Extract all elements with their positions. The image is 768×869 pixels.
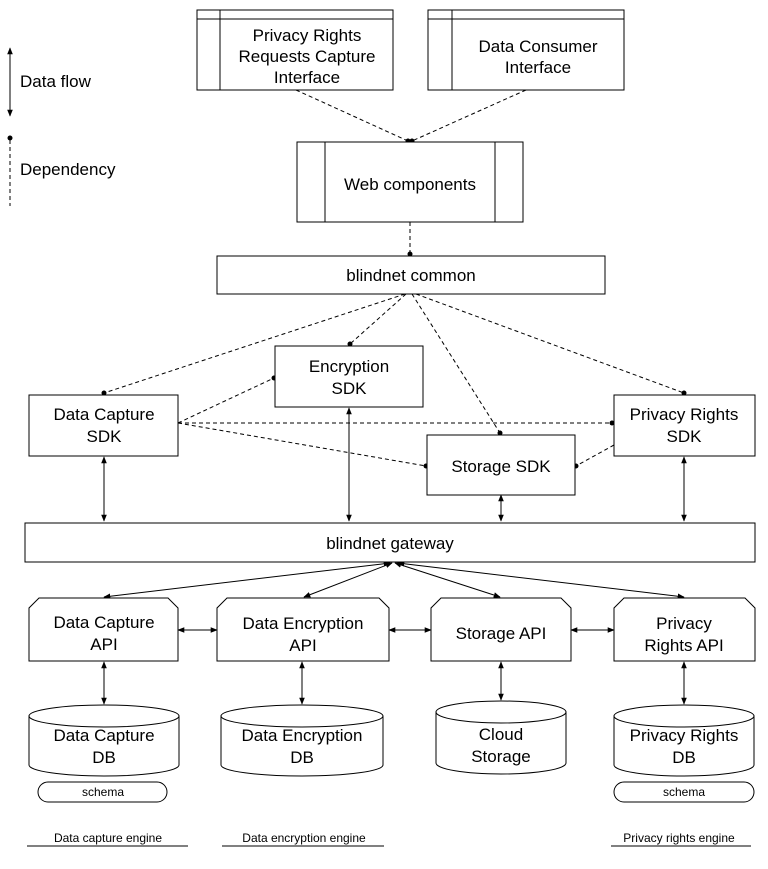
data-encryption-api-box: Data Encryption API: [216, 597, 390, 662]
db-label-line: Storage: [471, 747, 531, 766]
interface-label-line: Interface: [274, 68, 340, 87]
api-label-line: Data Encryption: [243, 614, 364, 633]
dep-dot: [609, 420, 615, 426]
dep-common-privacy-sdk: [415, 293, 685, 394]
interface-label-line: Requests Capture: [238, 47, 375, 66]
sdk-label-line: Storage SDK: [451, 457, 551, 476]
interface-label-line: Data Consumer: [478, 37, 597, 56]
api-label-line: Storage API: [456, 624, 547, 643]
db-label-line: Data Encryption: [242, 726, 363, 745]
interface-label-line: Interface: [505, 58, 571, 77]
flow-gateway-privacy-api: [397, 560, 685, 600]
api-label-line: Rights API: [644, 636, 723, 655]
sdk-label-line: SDK: [87, 427, 123, 446]
data-consumer-interface: Data Consumer Interface: [427, 9, 625, 91]
data-capture-engine-label: Data capture engine: [54, 831, 162, 845]
data-encryption-engine-label: Data encryption engine: [242, 831, 366, 845]
dep-dot: [407, 251, 413, 257]
db-label-line: DB: [290, 748, 314, 767]
data-capture-db: Data Capture DB: [28, 704, 180, 777]
storage-sdk-box: Storage SDK: [426, 434, 576, 496]
flow-gateway-encryption-api: [303, 562, 393, 598]
dep-consumer-interface-web: [411, 89, 527, 142]
schema-label: schema: [663, 785, 705, 799]
blindnet-common-box: blindnet common: [216, 255, 606, 295]
sdk-label-line: Data Capture: [53, 405, 154, 424]
api-label-line: Privacy: [656, 614, 712, 633]
privacy-rights-schema: schema: [613, 781, 755, 803]
legend: Data flow Dependency: [7, 47, 116, 206]
blindnet-common-label: blindnet common: [346, 266, 475, 285]
cloud-storage-db: Cloud Storage: [435, 700, 567, 775]
db-label-line: DB: [92, 748, 116, 767]
dep-capture-storage: [177, 422, 427, 467]
privacy-rights-db: Privacy Rights DB: [613, 704, 755, 777]
interface-label-line: Privacy Rights: [253, 26, 362, 45]
sdk-label-line: Encryption: [309, 357, 389, 376]
dependency-legend-label: Dependency: [20, 160, 116, 179]
data-encryption-db: Data Encryption DB: [220, 704, 384, 777]
api-label-line: API: [289, 636, 316, 655]
data-capture-schema: schema: [37, 781, 168, 803]
db-label-line: DB: [672, 748, 696, 767]
privacy-rights-sdk-box: Privacy Rights SDK: [613, 394, 756, 457]
db-label-line: Data Capture: [53, 726, 154, 745]
dep-dot: [497, 430, 503, 436]
engine-labels: Data capture engine Data encryption engi…: [27, 831, 751, 847]
dep-capture-encryption: [177, 377, 275, 424]
blindnet-gateway-box: blindnet gateway: [24, 522, 756, 563]
schema-label: schema: [82, 785, 124, 799]
db-label-line: Cloud: [479, 725, 523, 744]
dep-common-encryption-sdk: [349, 293, 407, 345]
privacy-rights-capture-interface: Privacy Rights Requests Capture Interfac…: [196, 9, 394, 91]
flow-gateway-storage-api: [394, 562, 501, 598]
api-label-line: API: [90, 635, 117, 654]
encryption-sdk-box: Encryption SDK: [274, 345, 424, 408]
privacy-rights-engine-label: Privacy rights engine: [623, 831, 735, 845]
dep-dot: [101, 390, 107, 396]
sdk-label-line: Privacy Rights: [630, 405, 739, 424]
web-components-label: Web components: [344, 175, 476, 194]
storage-api-box: Storage API: [430, 597, 572, 662]
api-label-line: Data Capture: [53, 613, 154, 632]
privacy-rights-api-box: Privacy Rights API: [613, 597, 756, 662]
dependency-legend-dot: [7, 135, 13, 141]
sdk-label-line: SDK: [667, 427, 703, 446]
dep-common-storage-sdk: [411, 293, 501, 434]
sdk-label-line: SDK: [332, 379, 368, 398]
dep-dot: [347, 341, 353, 347]
dep-privacy-storage: [575, 444, 615, 467]
web-components-box: Web components: [296, 141, 524, 223]
data-capture-sdk-box: Data Capture SDK: [28, 394, 179, 457]
blindnet-gateway-label: blindnet gateway: [326, 534, 454, 553]
data-flow-legend-label: Data flow: [20, 72, 92, 91]
data-capture-api-box: Data Capture API: [28, 597, 179, 662]
dep-dot: [681, 390, 687, 396]
db-label-line: Privacy Rights: [630, 726, 739, 745]
dep-common-capture-sdk: [103, 293, 406, 394]
dep-privacy-interface-web: [295, 89, 409, 142]
data-flow-arrows: [101, 407, 687, 705]
